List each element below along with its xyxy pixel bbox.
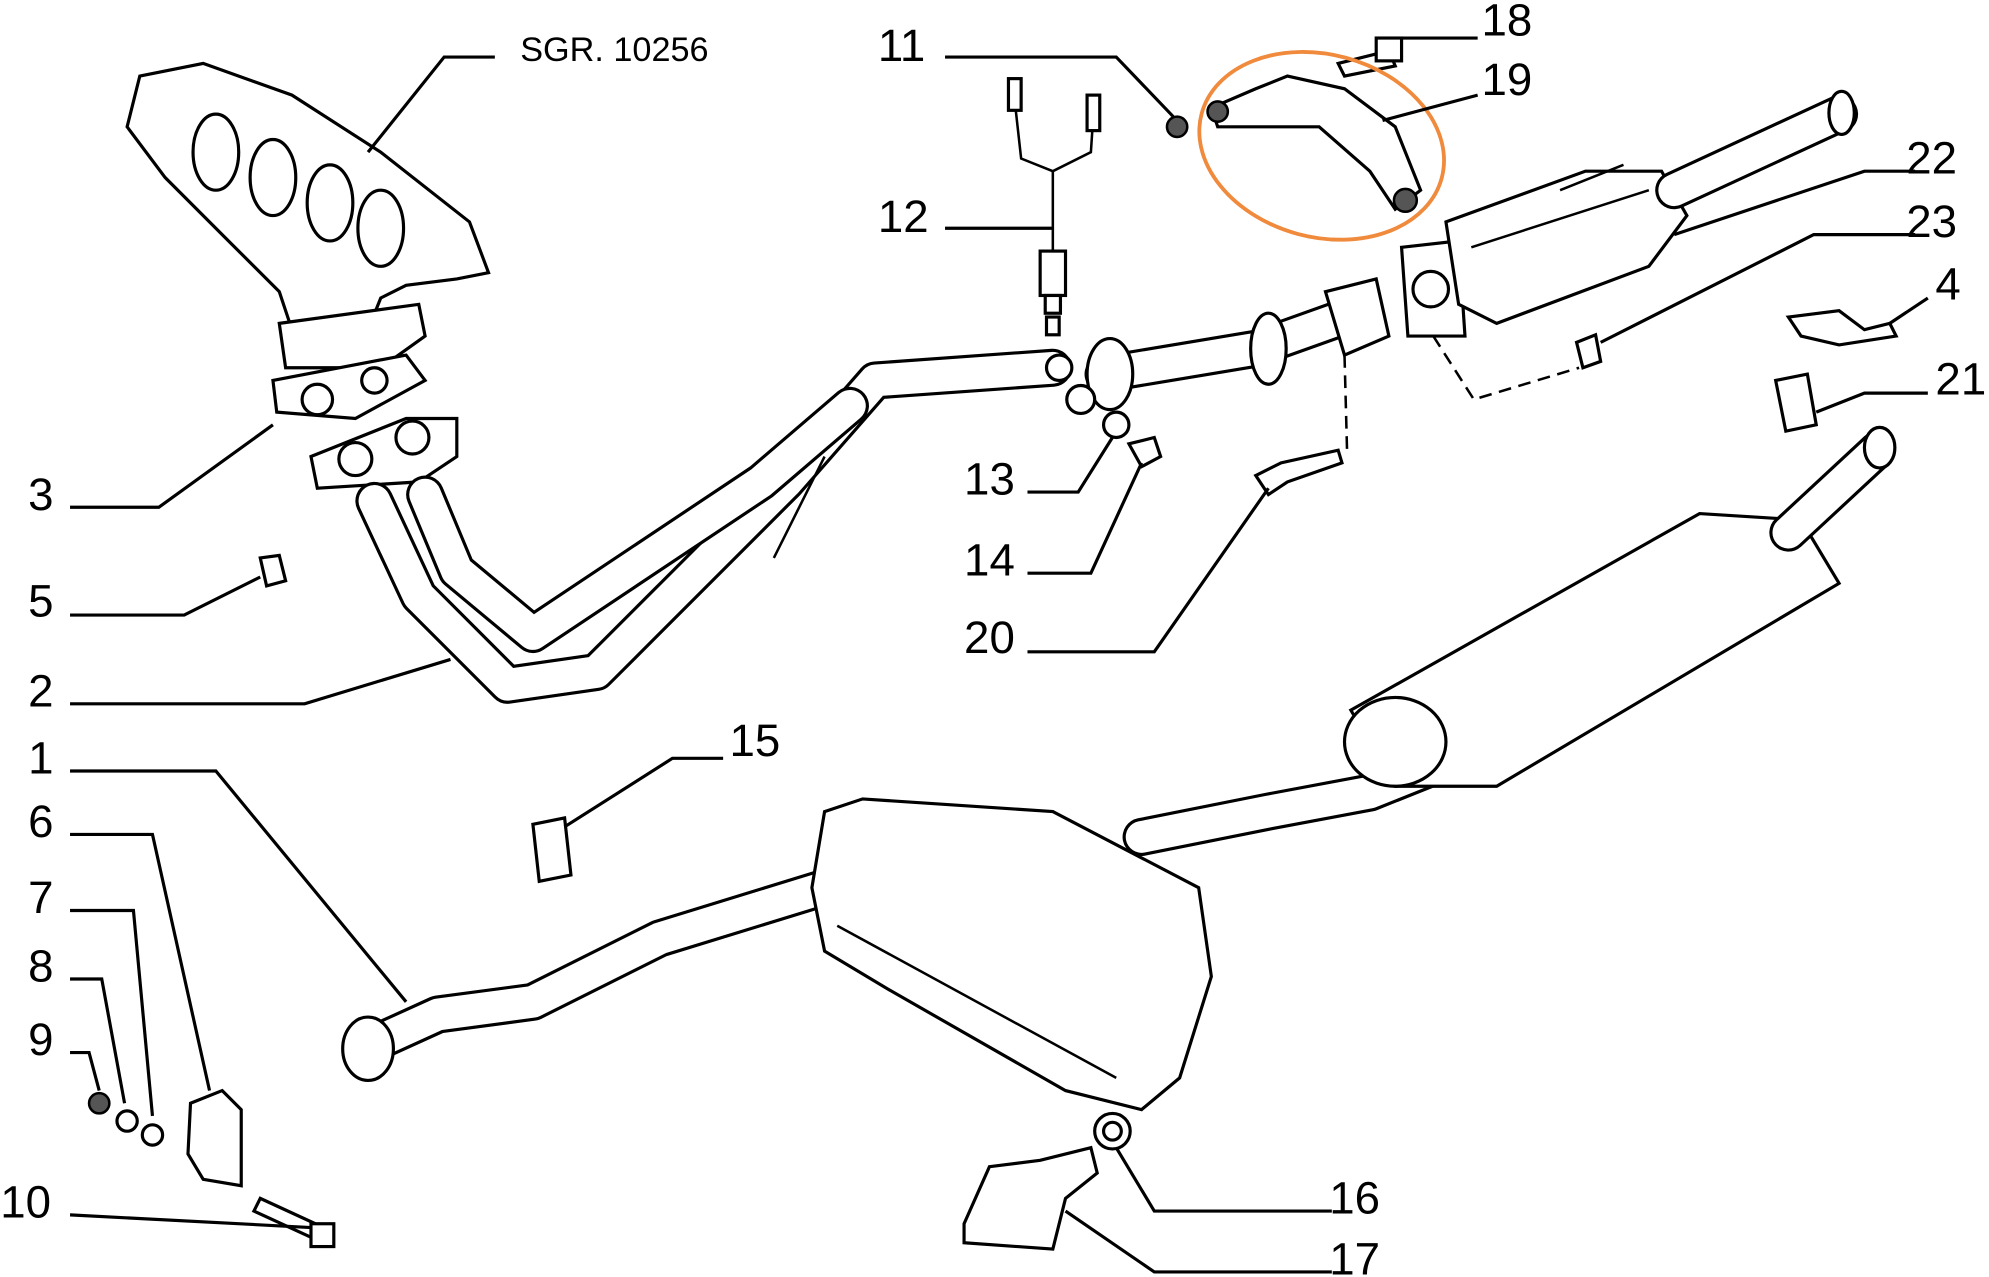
label-part-5: 5 (28, 575, 53, 626)
label-part-3: 3 (28, 469, 53, 520)
label-part-21: 21 (1935, 353, 1986, 404)
label-part-9: 9 (28, 1014, 53, 1065)
diagram-reference: SGR. 10256 (520, 31, 708, 69)
highlight-circle (1197, 50, 1446, 242)
small-parts (87, 309, 1899, 1251)
catalytic-converter (1399, 89, 1859, 338)
bracket-19 (1165, 36, 1423, 214)
label-part-19: 19 (1481, 54, 1532, 105)
label-part-1: 1 (28, 733, 53, 784)
exhaust-manifold (125, 61, 491, 370)
label-part-13: 13 (964, 454, 1015, 505)
label-part-7: 7 (28, 872, 53, 923)
label-part-8: 8 (28, 941, 53, 992)
label-part-10: 10 (0, 1176, 51, 1227)
label-part-15: 15 (729, 715, 780, 766)
label-part-23: 23 (1906, 196, 1957, 247)
label-part-6: 6 (28, 796, 53, 847)
gasket-3 (271, 353, 428, 421)
label-part-17: 17 (1329, 1233, 1380, 1277)
label-part-22: 22 (1906, 133, 1957, 184)
rear-silencer (341, 425, 1897, 1112)
intermediate-pipe (1084, 277, 1391, 412)
label-part-16: 16 (1329, 1173, 1380, 1224)
lambda-sensor-12 (1006, 77, 1102, 337)
label-part-2: 2 (28, 665, 53, 716)
label-part-11: 11 (878, 20, 925, 71)
label-part-20: 20 (964, 612, 1015, 663)
leader-lines (69, 36, 1929, 1274)
label-part-4: 4 (1935, 258, 1960, 309)
front-pipe-2 (309, 348, 1072, 704)
label-part-18: 18 (1481, 0, 1532, 46)
label-part-14: 14 (964, 535, 1015, 586)
label-part-12: 12 (878, 191, 929, 242)
